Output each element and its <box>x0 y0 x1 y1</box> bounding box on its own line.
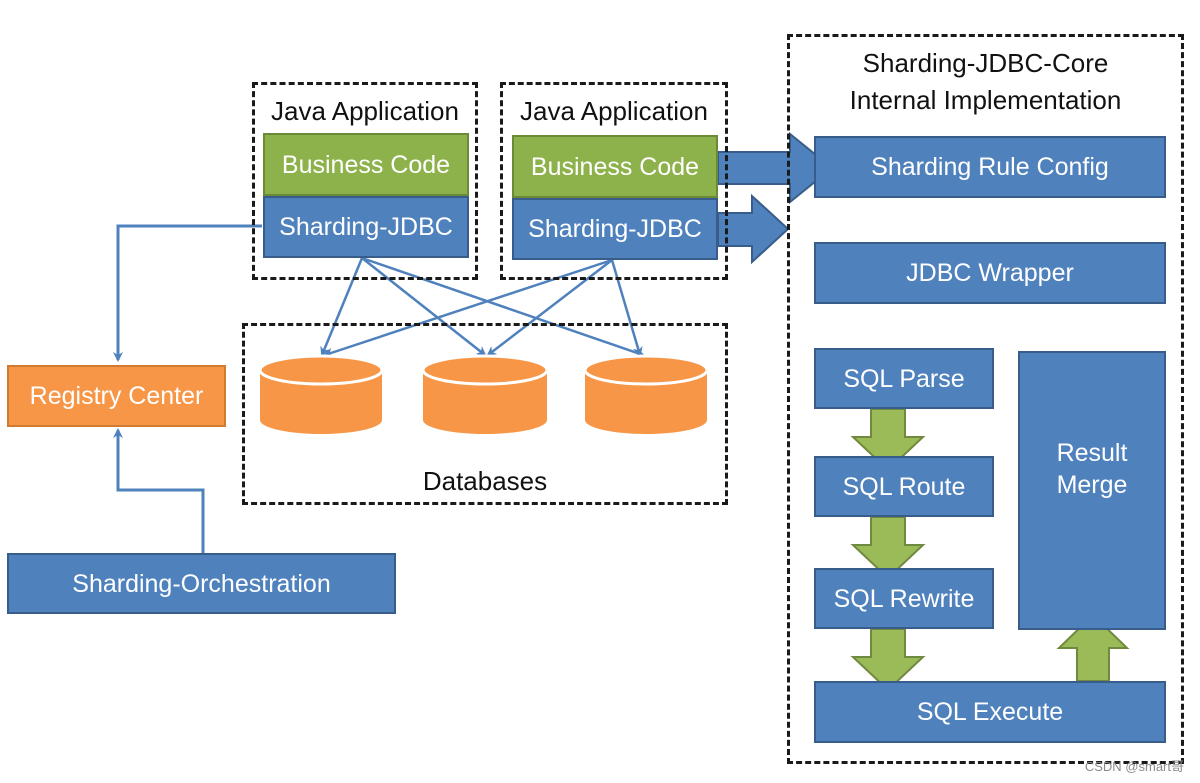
jdbc-to-registry-connector <box>113 224 262 362</box>
sharding-jdbc-box-1: Sharding-JDBC <box>263 196 469 258</box>
app1-to-db1-connector <box>320 257 364 357</box>
sharding-orchestration-box: Sharding-Orchestration <box>7 553 396 614</box>
sharding-rule-config-box: Sharding Rule Config <box>814 136 1166 198</box>
sql-parse-box: SQL Parse <box>814 348 994 409</box>
business-code-to-rule-config-arrow <box>717 131 834 205</box>
java-application-1-title: Java Application <box>271 96 459 126</box>
orchestration-to-registry-connector <box>113 428 205 553</box>
app2-to-db3-connector <box>610 259 643 357</box>
databases-label: Databases <box>422 466 548 496</box>
watermark-text: CSDN @smart哥 <box>1084 759 1184 774</box>
sql-execute-box: SQL Execute <box>814 681 1166 743</box>
sharding-jdbc-box-2: Sharding-JDBC <box>512 198 718 260</box>
database-cylinder-2 <box>421 354 549 434</box>
sql-route-box: SQL Route <box>814 456 994 517</box>
registry-center-box: Registry Center <box>7 365 226 427</box>
databases-group <box>242 323 728 505</box>
core-title-line2: Internal Implementation <box>849 85 1122 115</box>
core-title-line1: Sharding-JDBC-Core <box>862 48 1109 78</box>
database-cylinder-3 <box>583 354 709 434</box>
java-application-2-group: Java Application <box>500 82 728 280</box>
sharding-jdbc-to-core-arrow <box>717 193 790 265</box>
route-to-rewrite-arrow <box>850 516 926 580</box>
rewrite-to-execute-arrow <box>850 628 926 692</box>
business-code-box-2: Business Code <box>512 135 718 198</box>
java-application-1-group: Java Application <box>252 82 478 280</box>
sharding-jdbc-core-group: Sharding-JDBC-Core Internal Implementati… <box>787 34 1184 764</box>
result-merge-box: Result Merge <box>1018 351 1166 630</box>
jdbc-wrapper-box: JDBC Wrapper <box>814 242 1166 304</box>
business-code-box-1: Business Code <box>263 133 469 196</box>
app1-to-db3-connector <box>361 256 645 358</box>
parse-to-route-arrow <box>850 408 926 472</box>
result-merge-line1: Result <box>1056 438 1128 467</box>
database-cylinder-1 <box>258 354 384 434</box>
result-merge-line2: Merge <box>1056 470 1128 499</box>
app2-to-db2-connector <box>486 259 613 357</box>
app1-to-db2-connector <box>361 257 487 357</box>
sql-rewrite-box: SQL Rewrite <box>814 568 994 629</box>
app2-to-db1-connector <box>323 258 613 358</box>
execute-to-merge-arrow <box>1056 613 1130 682</box>
java-application-2-title: Java Application <box>520 96 708 126</box>
